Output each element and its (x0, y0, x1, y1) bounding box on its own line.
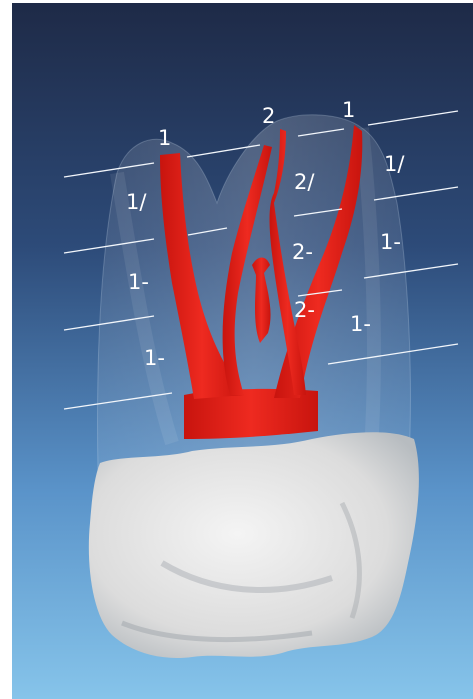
label-root-a-level-2: 1/ (126, 190, 147, 214)
label-root-b-level-2: 2/ (294, 170, 315, 194)
label-root-b-level-1: 2 (262, 104, 275, 128)
crown (89, 432, 419, 658)
label-root-a-level-4: 1- (144, 346, 165, 370)
label-root-b-level-3: 2- (292, 240, 313, 264)
label-root-a-level-1: 1 (158, 126, 171, 150)
label-root-c-level-2: 1/ (384, 152, 405, 176)
label-root-b-level-4: 2- (294, 298, 315, 322)
label-root-c-level-3: 1- (380, 230, 401, 254)
label-root-a-level-3: 1- (128, 270, 149, 294)
label-root-c-level-1: 1 (342, 98, 355, 122)
label-root-c-level-4: 1- (350, 312, 371, 336)
tooth-scan-image: 1 1/ 1- 1- 2 2/ 2- 2- 1 1/ 1- 1- (12, 3, 473, 699)
